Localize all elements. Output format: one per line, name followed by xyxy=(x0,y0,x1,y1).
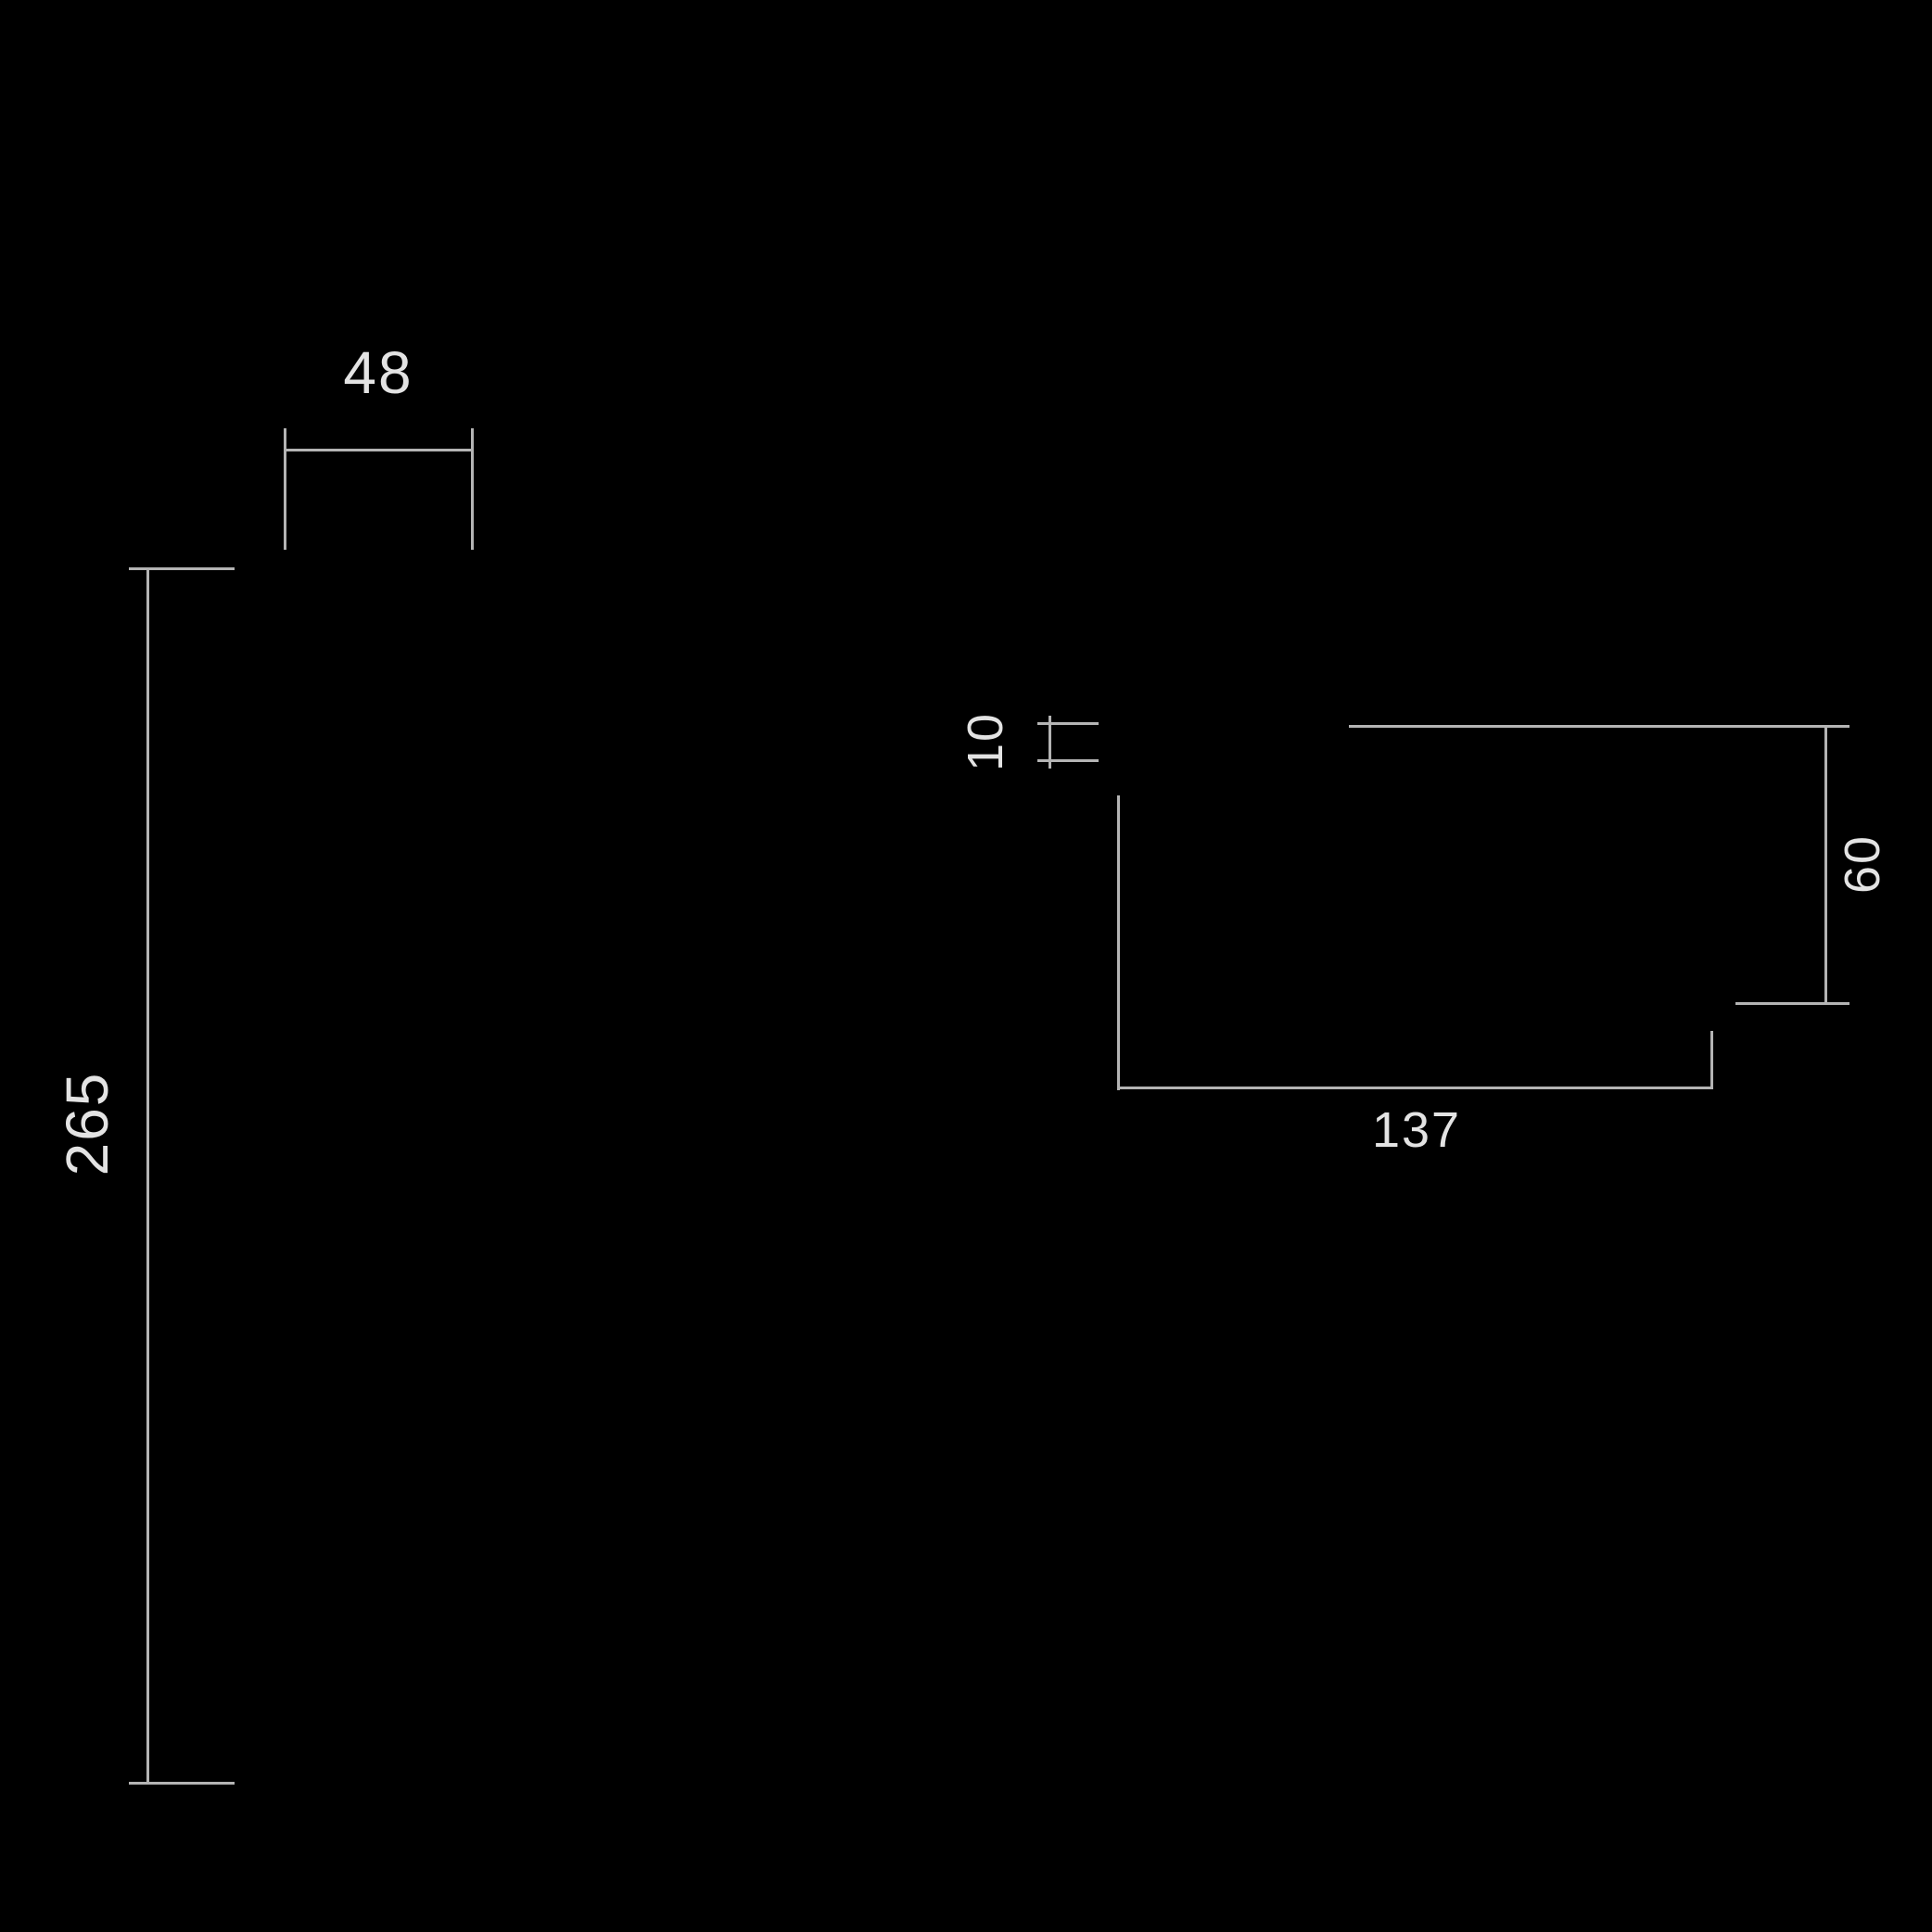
dim-10-tick-bottom xyxy=(1037,759,1099,762)
dim-60-extension-top xyxy=(1349,725,1849,728)
dim-48-extension-left xyxy=(284,428,286,550)
dim-137-extension-left xyxy=(1117,795,1120,1090)
dim-137-line xyxy=(1117,1087,1713,1089)
dim-48-line xyxy=(284,449,474,451)
dim-137-label: 137 xyxy=(1371,1102,1462,1158)
dim-10-tick-top xyxy=(1037,722,1099,725)
dim-265-line xyxy=(146,568,149,1785)
dim-48-extension-right xyxy=(471,428,474,550)
dim-265-tick-bottom xyxy=(129,1782,235,1785)
dim-10-label: 10 xyxy=(958,711,1013,772)
dim-60-label: 60 xyxy=(1835,833,1890,895)
dim-137-extension-right xyxy=(1710,1031,1713,1089)
dim-265-label: 265 xyxy=(54,1071,121,1176)
dim-10-line xyxy=(1049,716,1051,769)
dim-60-line xyxy=(1824,725,1827,1004)
dim-48-label: 48 xyxy=(343,339,413,406)
dim-60-extension-bottom xyxy=(1735,1002,1849,1005)
dim-265-tick-top xyxy=(129,567,235,570)
